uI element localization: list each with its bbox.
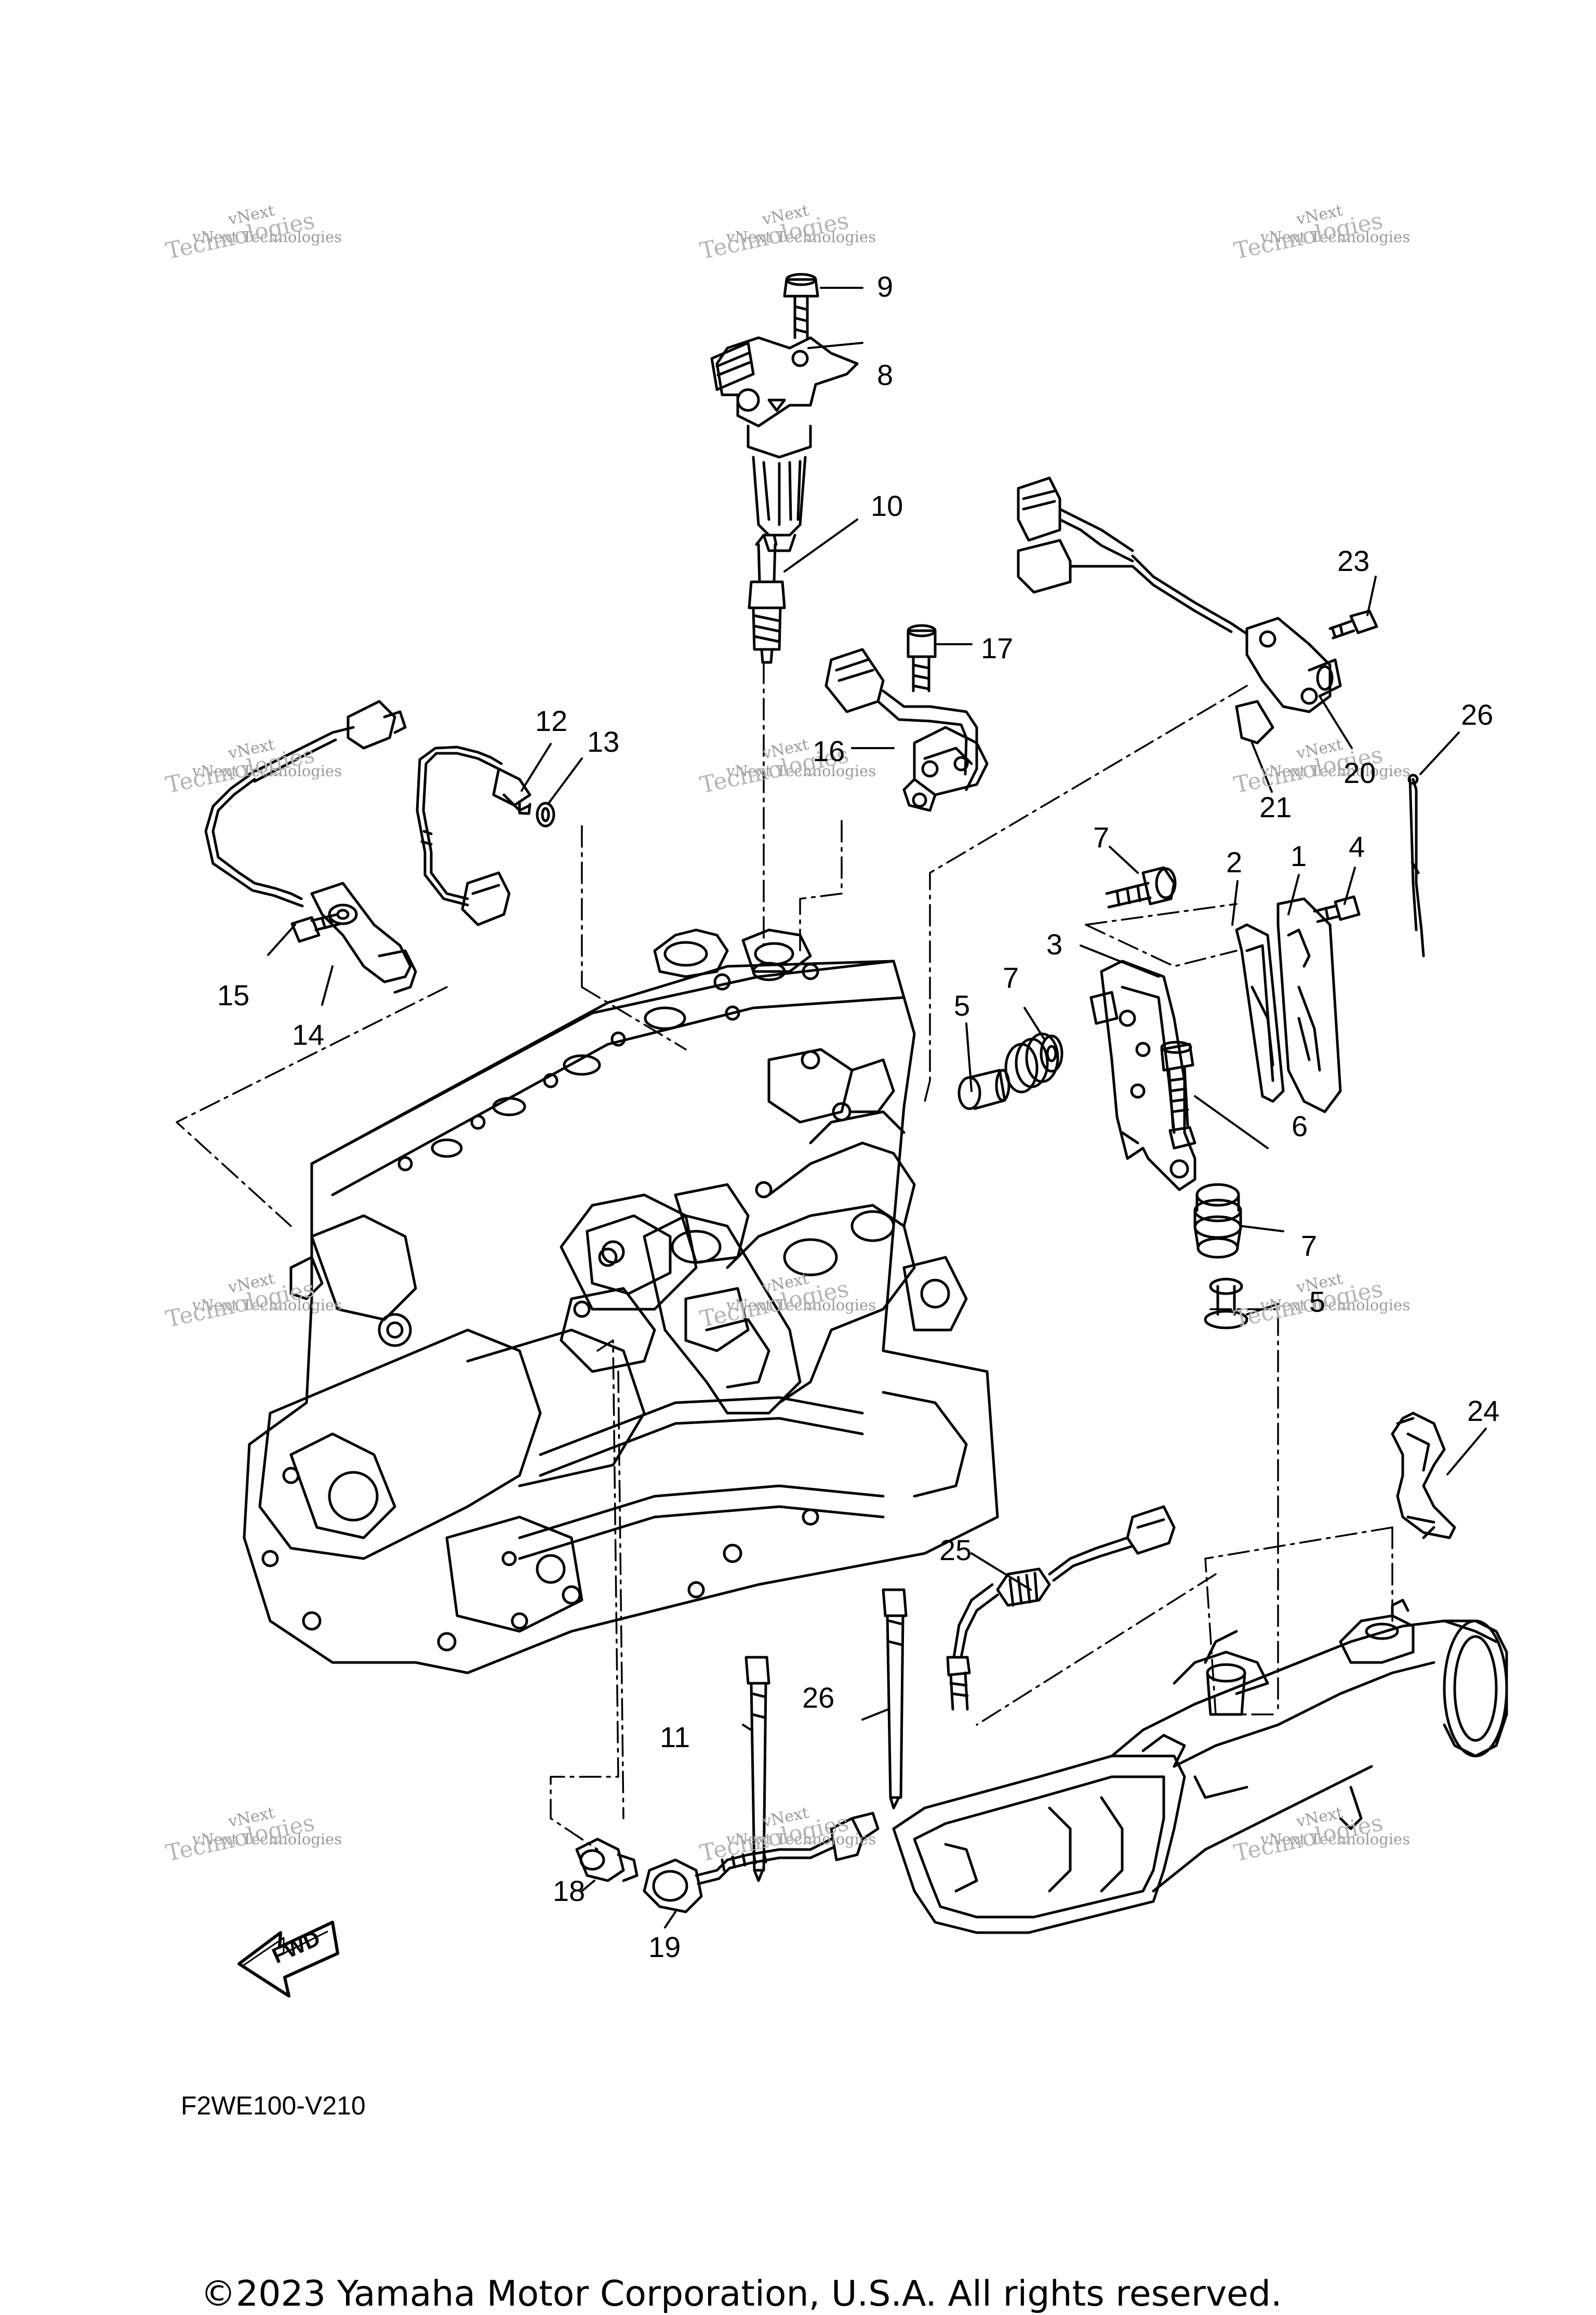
callout-13: 13 — [587, 725, 620, 758]
callout-18: 18 — [553, 1874, 586, 1907]
engine-block — [243, 928, 999, 1674]
crank-sensor-14 — [204, 700, 417, 994]
cable-tie-11 — [744, 1656, 770, 1882]
ignition-coil-8 — [710, 336, 859, 552]
callout-7: 7 — [1003, 961, 1019, 994]
callout-21: 21 — [1259, 791, 1292, 823]
callout-17: 17 — [981, 632, 1014, 664]
cable-tie-25 — [882, 1588, 908, 1810]
callout-23: 24 — [1467, 1394, 1500, 1427]
bolt-4 — [1313, 895, 1361, 923]
gasket-2 — [1235, 923, 1285, 1103]
bolt-15 — [290, 913, 342, 943]
callout-9: 9 — [877, 270, 894, 303]
callout-2: 2 — [1226, 846, 1243, 879]
temperature-sensor-12 — [416, 746, 531, 926]
sensor-18 — [575, 1838, 639, 1882]
o-ring-13 — [536, 802, 555, 828]
callout-leaders — [267, 287, 1487, 1928]
collar-5-upper — [957, 1069, 1010, 1110]
bolt-6-upper — [1105, 866, 1177, 909]
callout-20: 20 — [1344, 756, 1376, 789]
callout-1: 1 — [1291, 840, 1307, 872]
exhaust-manifold — [601, 1048, 916, 1415]
callout-10: 10 — [871, 489, 903, 522]
callout-5-lower: 5 — [1309, 1285, 1326, 1318]
bracket-3 — [1089, 960, 1196, 1191]
callout-5: 5 — [954, 989, 970, 1022]
cover-plate-1 — [1276, 897, 1342, 1113]
callout-22: 23 — [1337, 544, 1370, 577]
callout-14: 14 — [292, 1018, 325, 1051]
callout-4: 4 — [1349, 830, 1365, 863]
knock-sensor-19 — [643, 1812, 880, 1913]
leader-lines — [176, 661, 1393, 1851]
spark-plug-10 — [748, 534, 786, 664]
clip-26 — [1407, 774, 1425, 957]
callout-26: 26 — [1461, 698, 1494, 731]
callout-12: 12 — [535, 704, 568, 737]
fwd-label: FWD — [269, 1925, 324, 1968]
clamp-23 — [1391, 1412, 1456, 1539]
callout-11: 11 — [660, 1721, 690, 1753]
sensor-16 — [824, 648, 989, 812]
callout-6-lower: 6 — [1292, 1110, 1308, 1142]
callout-15: 15 — [217, 979, 250, 1012]
copyright-notice: ©2023 Yamaha Motor Corporation, U.S.A. A… — [201, 2273, 1282, 2314]
grommet-7-upper — [1004, 1032, 1063, 1094]
callout-19: 19 — [648, 1931, 681, 1963]
diagram-code: F2WE100-V210 — [181, 2091, 366, 2120]
callout-24: 25 — [939, 1534, 972, 1566]
sensor-harness-20 — [1017, 476, 1342, 744]
grommet-7-lower — [1193, 1183, 1242, 1259]
bolt-22 — [1328, 609, 1378, 640]
exhaust-pipe — [892, 1599, 1508, 1934]
bolt-17 — [907, 624, 937, 693]
exhaust-sensor-24 — [946, 1505, 1176, 1711]
callout-8: 8 — [877, 358, 894, 391]
fwd-arrow-icon — [237, 1921, 339, 1998]
callout-7-lower: 7 — [1301, 1229, 1318, 1262]
collar-5-lower — [1204, 1278, 1248, 1329]
bolt-9 — [783, 273, 819, 339]
callout-25: 26 — [802, 1681, 835, 1714]
callout-6: 7 — [1093, 821, 1110, 854]
callout-16: 16 — [813, 735, 845, 767]
bolt-6-lower — [1160, 1041, 1196, 1150]
callout-3: 3 — [1046, 928, 1063, 961]
